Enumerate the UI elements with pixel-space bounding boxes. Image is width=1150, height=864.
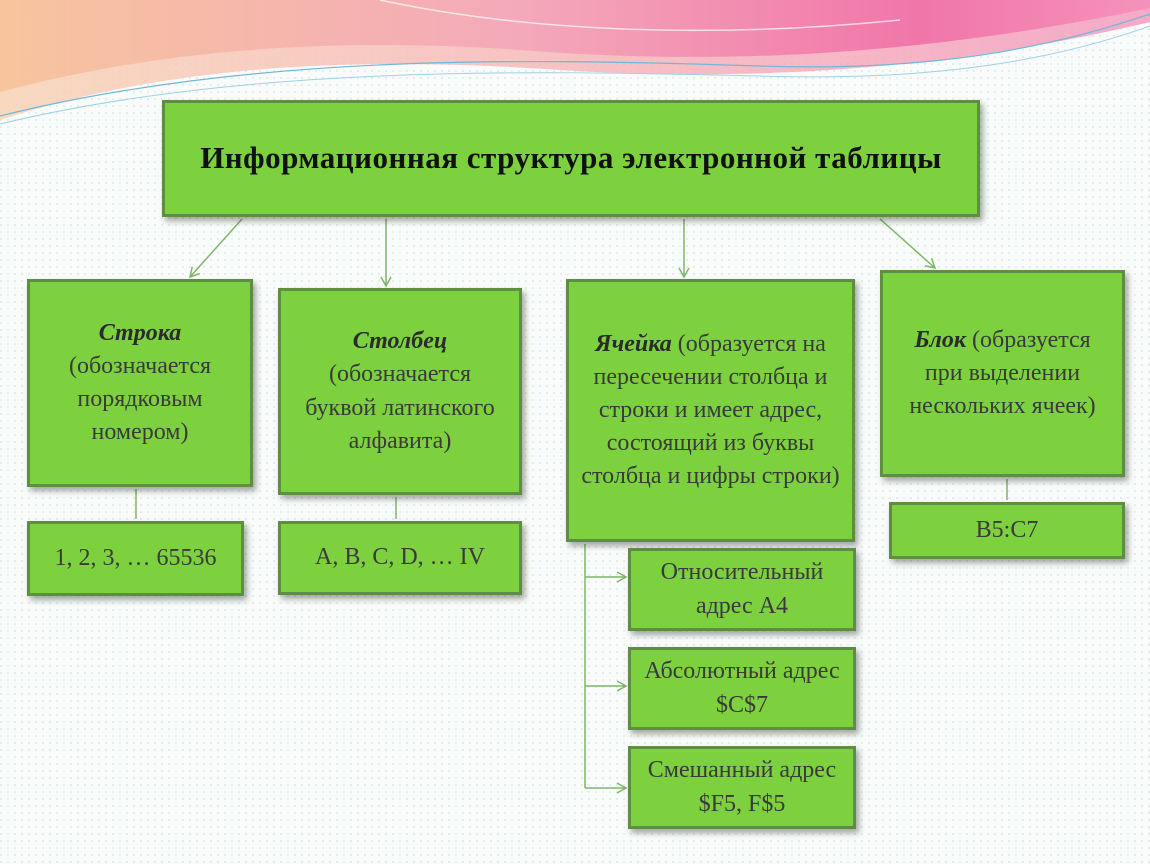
decorative-banner: [0, 0, 1150, 125]
example-block-range: B5:C7: [889, 502, 1125, 559]
category-cell-desc: (образуется на пересечении столбца и стр…: [581, 330, 840, 490]
category-cell: Ячейка (образуется на пересечении столбц…: [566, 279, 855, 542]
example-row-numbers: 1, 2, 3, … 65536: [27, 521, 244, 596]
category-row-name: Строка: [98, 319, 182, 346]
category-block-name: Блок: [914, 326, 967, 353]
category-column-desc: (обозначается буквой латинского алфавита…: [305, 361, 495, 454]
address-absolute-text: Абсолютный адрес $C$7: [644, 658, 840, 718]
example-column-letters: A, B, C, D, … IV: [278, 521, 522, 595]
diagram-title-text: Информационная структура электронной таб…: [200, 140, 942, 176]
arrow-to-block: [879, 218, 937, 270]
category-column: Столбец (обозначается буквой латинского …: [278, 288, 522, 495]
address-mixed: Смешанный адрес $F5, F$5: [628, 746, 856, 829]
category-block: Блок (образуется при выделении нескольки…: [880, 270, 1125, 477]
category-block-desc: (образуется при выделении нескольких яче…: [909, 326, 1096, 420]
arrow-to-row: [188, 218, 243, 279]
example-row-text: 1, 2, 3, … 65536: [54, 544, 217, 571]
example-column-text: A, B, C, D, … IV: [314, 544, 485, 571]
category-cell-name: Ячейка: [595, 330, 672, 357]
address-absolute: Абсолютный адрес $C$7: [628, 647, 856, 730]
category-row: Строка (обозначается порядковым номером): [27, 279, 253, 487]
address-relative-text: Относительный адрес A4: [660, 559, 824, 619]
address-relative: Относительный адрес A4: [628, 548, 856, 631]
address-mixed-text: Смешанный адрес $F5, F$5: [647, 757, 837, 817]
diagram-title: Информационная структура электронной таб…: [162, 100, 980, 217]
example-block-text: B5:C7: [975, 516, 1039, 543]
category-row-desc: (обозначается порядковым номером): [68, 352, 212, 446]
category-column-name: Столбец: [352, 328, 448, 355]
